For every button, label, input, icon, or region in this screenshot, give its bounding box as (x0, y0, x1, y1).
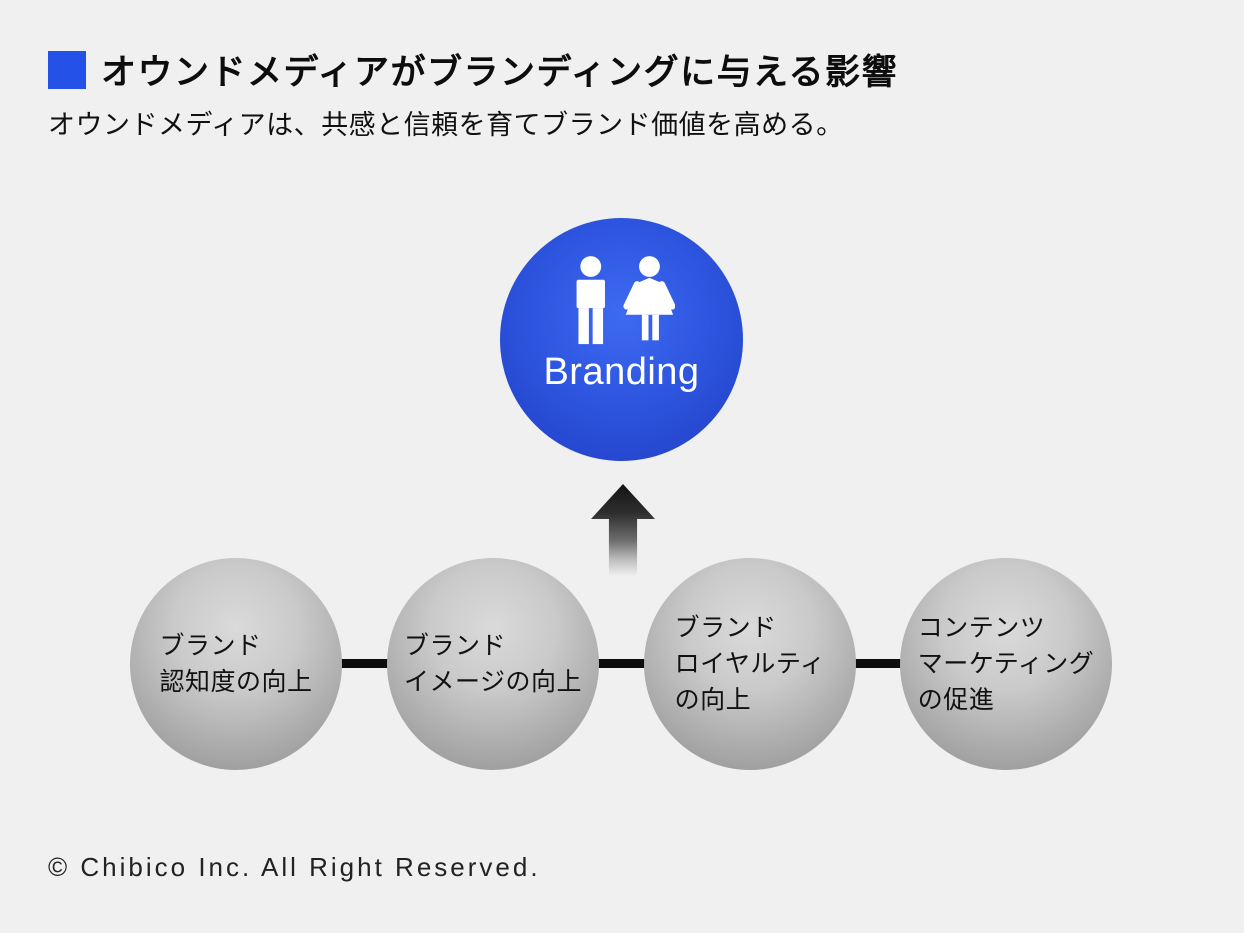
branding-sphere: Branding (500, 218, 743, 461)
up-arrow-icon (591, 484, 655, 576)
node-brand-loyalty: ブランド ロイヤルティ の向上 (644, 558, 856, 770)
node-label: ブランド 認知度の向上 (159, 632, 313, 696)
node-label: コンテンツ マーケティング の促進 (917, 614, 1095, 714)
node-brand-awareness: ブランド 認知度の向上 (130, 558, 342, 770)
connector-line (236, 659, 1008, 668)
node-content-marketing: コンテンツ マーケティング の促進 (900, 558, 1112, 770)
node-label: ブランド ロイヤルティ の向上 (674, 614, 826, 714)
accent-square (48, 50, 86, 89)
copyright-text: © Chibico Inc. All Right Reserved. (48, 852, 541, 882)
node-brand-image: ブランド イメージの向上 (387, 558, 599, 770)
page-subtitle: オウンドメディアは、共感と信頼を育てブランド価値を高める。 (48, 110, 844, 140)
header: オウンドメディアがブランディングに与える影響 (48, 44, 898, 95)
node-label: ブランド イメージの向上 (403, 632, 582, 696)
man-woman-icon (576, 256, 675, 345)
page-title: オウンドメディアがブランディングに与える影響 (101, 53, 899, 92)
branding-label: Branding (543, 351, 700, 393)
